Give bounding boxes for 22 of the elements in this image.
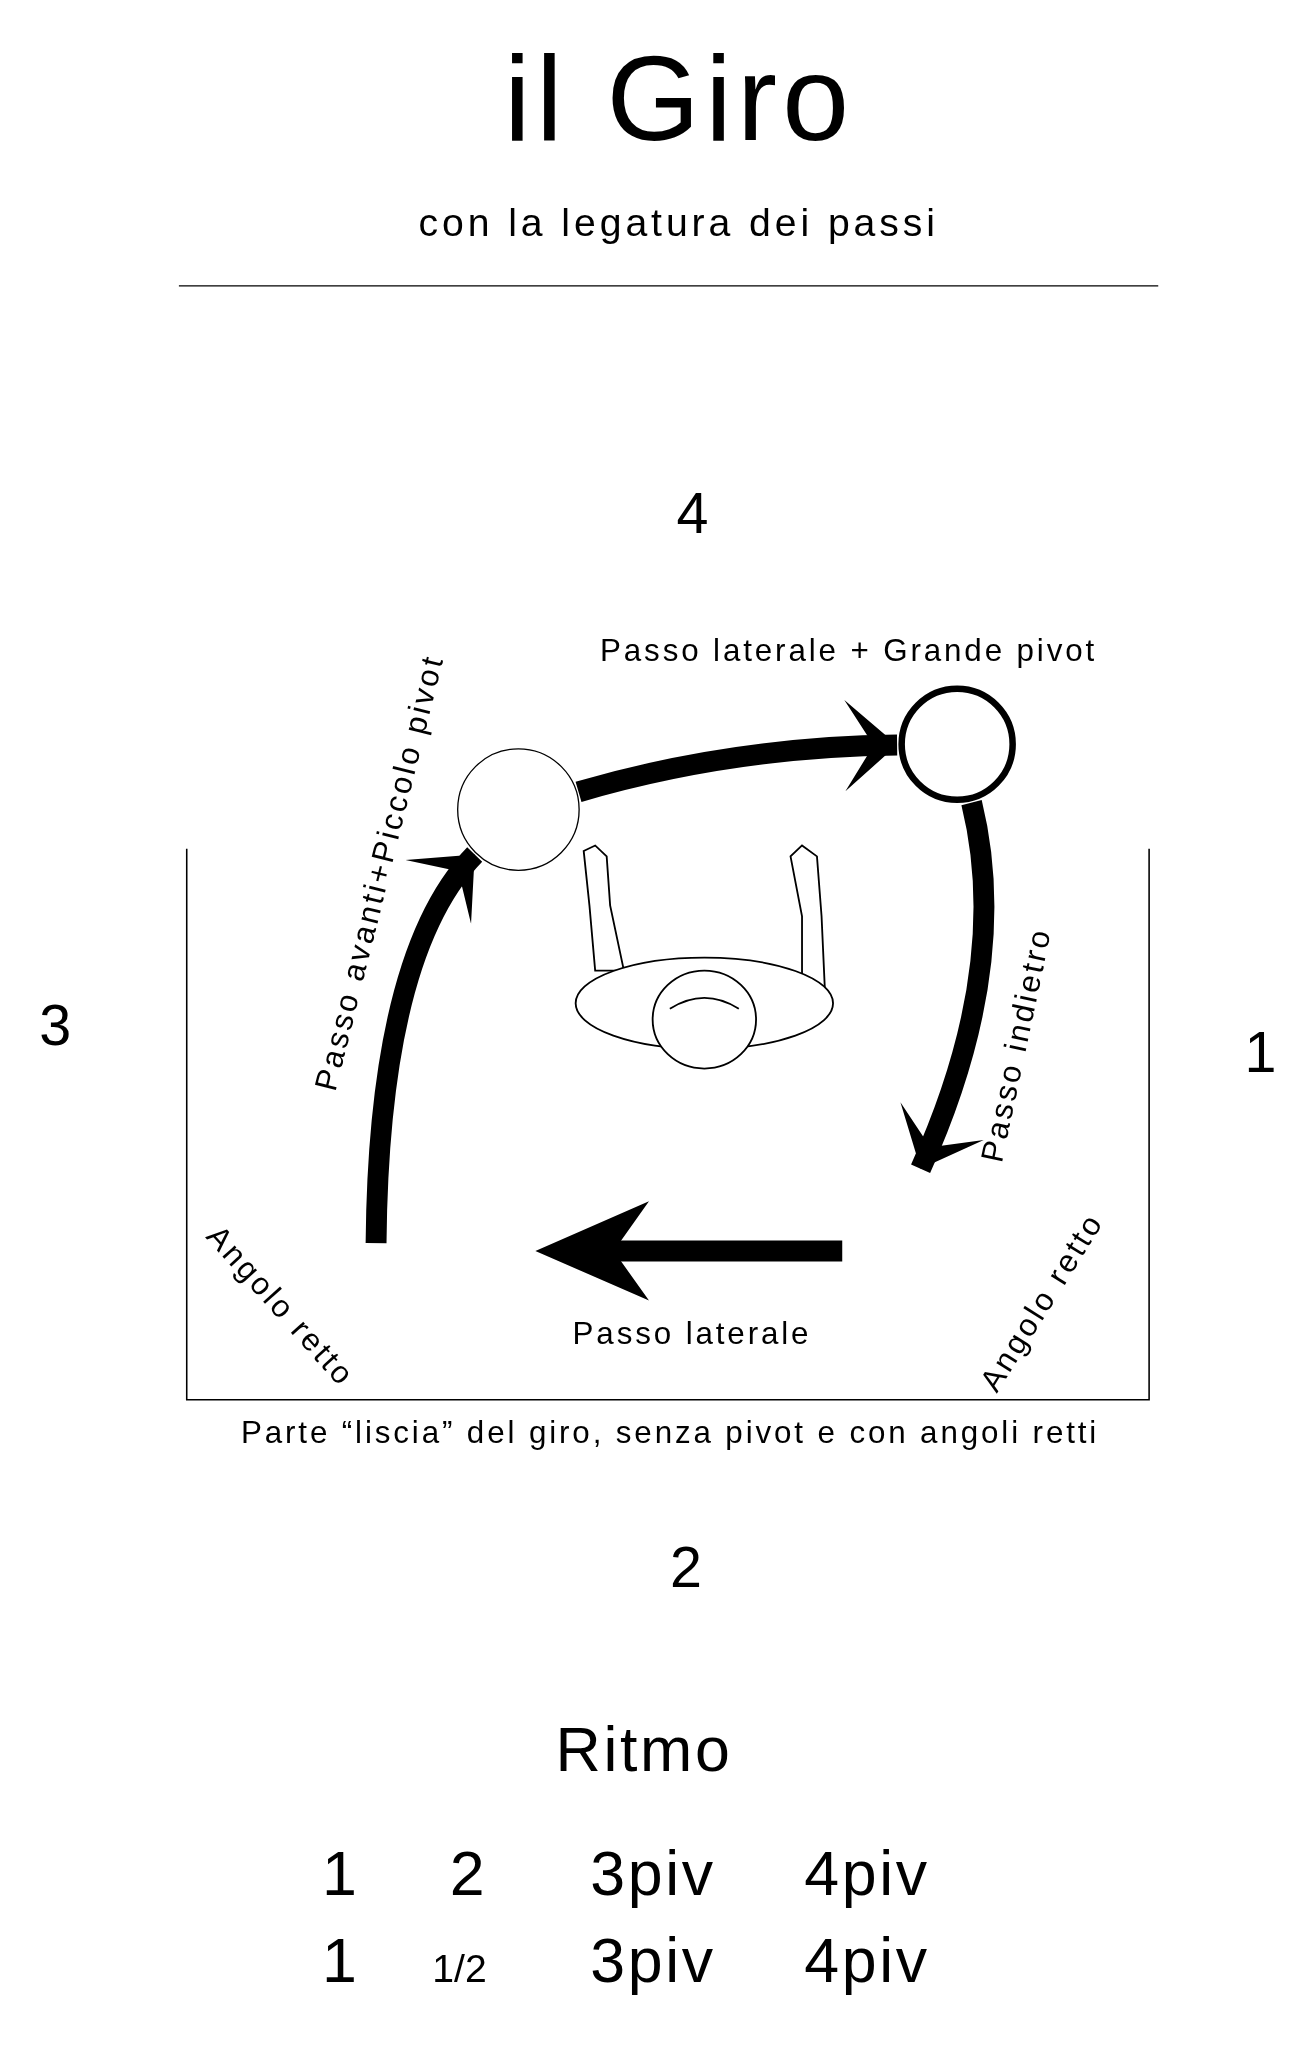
edge-label: Passo laterale + Grande pivot	[600, 633, 1098, 668]
side-number: 3	[39, 993, 72, 1057]
rhythm-count: 3piv	[590, 1839, 716, 1909]
rhythm-count: 4piv	[804, 1926, 930, 1996]
rhythm-count: 1	[321, 1839, 357, 1909]
arrow-label: Passo laterale	[572, 1316, 812, 1351]
rhythm-count: 3piv	[590, 1926, 716, 1996]
side-number: 4	[676, 481, 709, 546]
rhythm-count: 1	[321, 1926, 357, 1996]
arrow	[575, 700, 898, 802]
edge-label: Passo indietro	[974, 924, 1058, 1166]
side-number: 2	[669, 1535, 702, 1599]
subtitle: con la legatura dei passi	[418, 200, 939, 244]
title: il Giro	[504, 32, 855, 165]
curved-arrow	[899, 800, 995, 1173]
rhythm-count: 1/2	[432, 1946, 487, 1990]
note: Parte “liscia” del giro, senza pivot e con angoli retti	[240, 1415, 1100, 1450]
side-number: 1	[1244, 1021, 1277, 1085]
curved-arrow	[365, 847, 483, 1244]
rhythm-count: 4piv	[804, 1839, 930, 1909]
section-heading: Ritmo	[555, 1715, 733, 1785]
rhythm-count: 2	[449, 1839, 485, 1909]
